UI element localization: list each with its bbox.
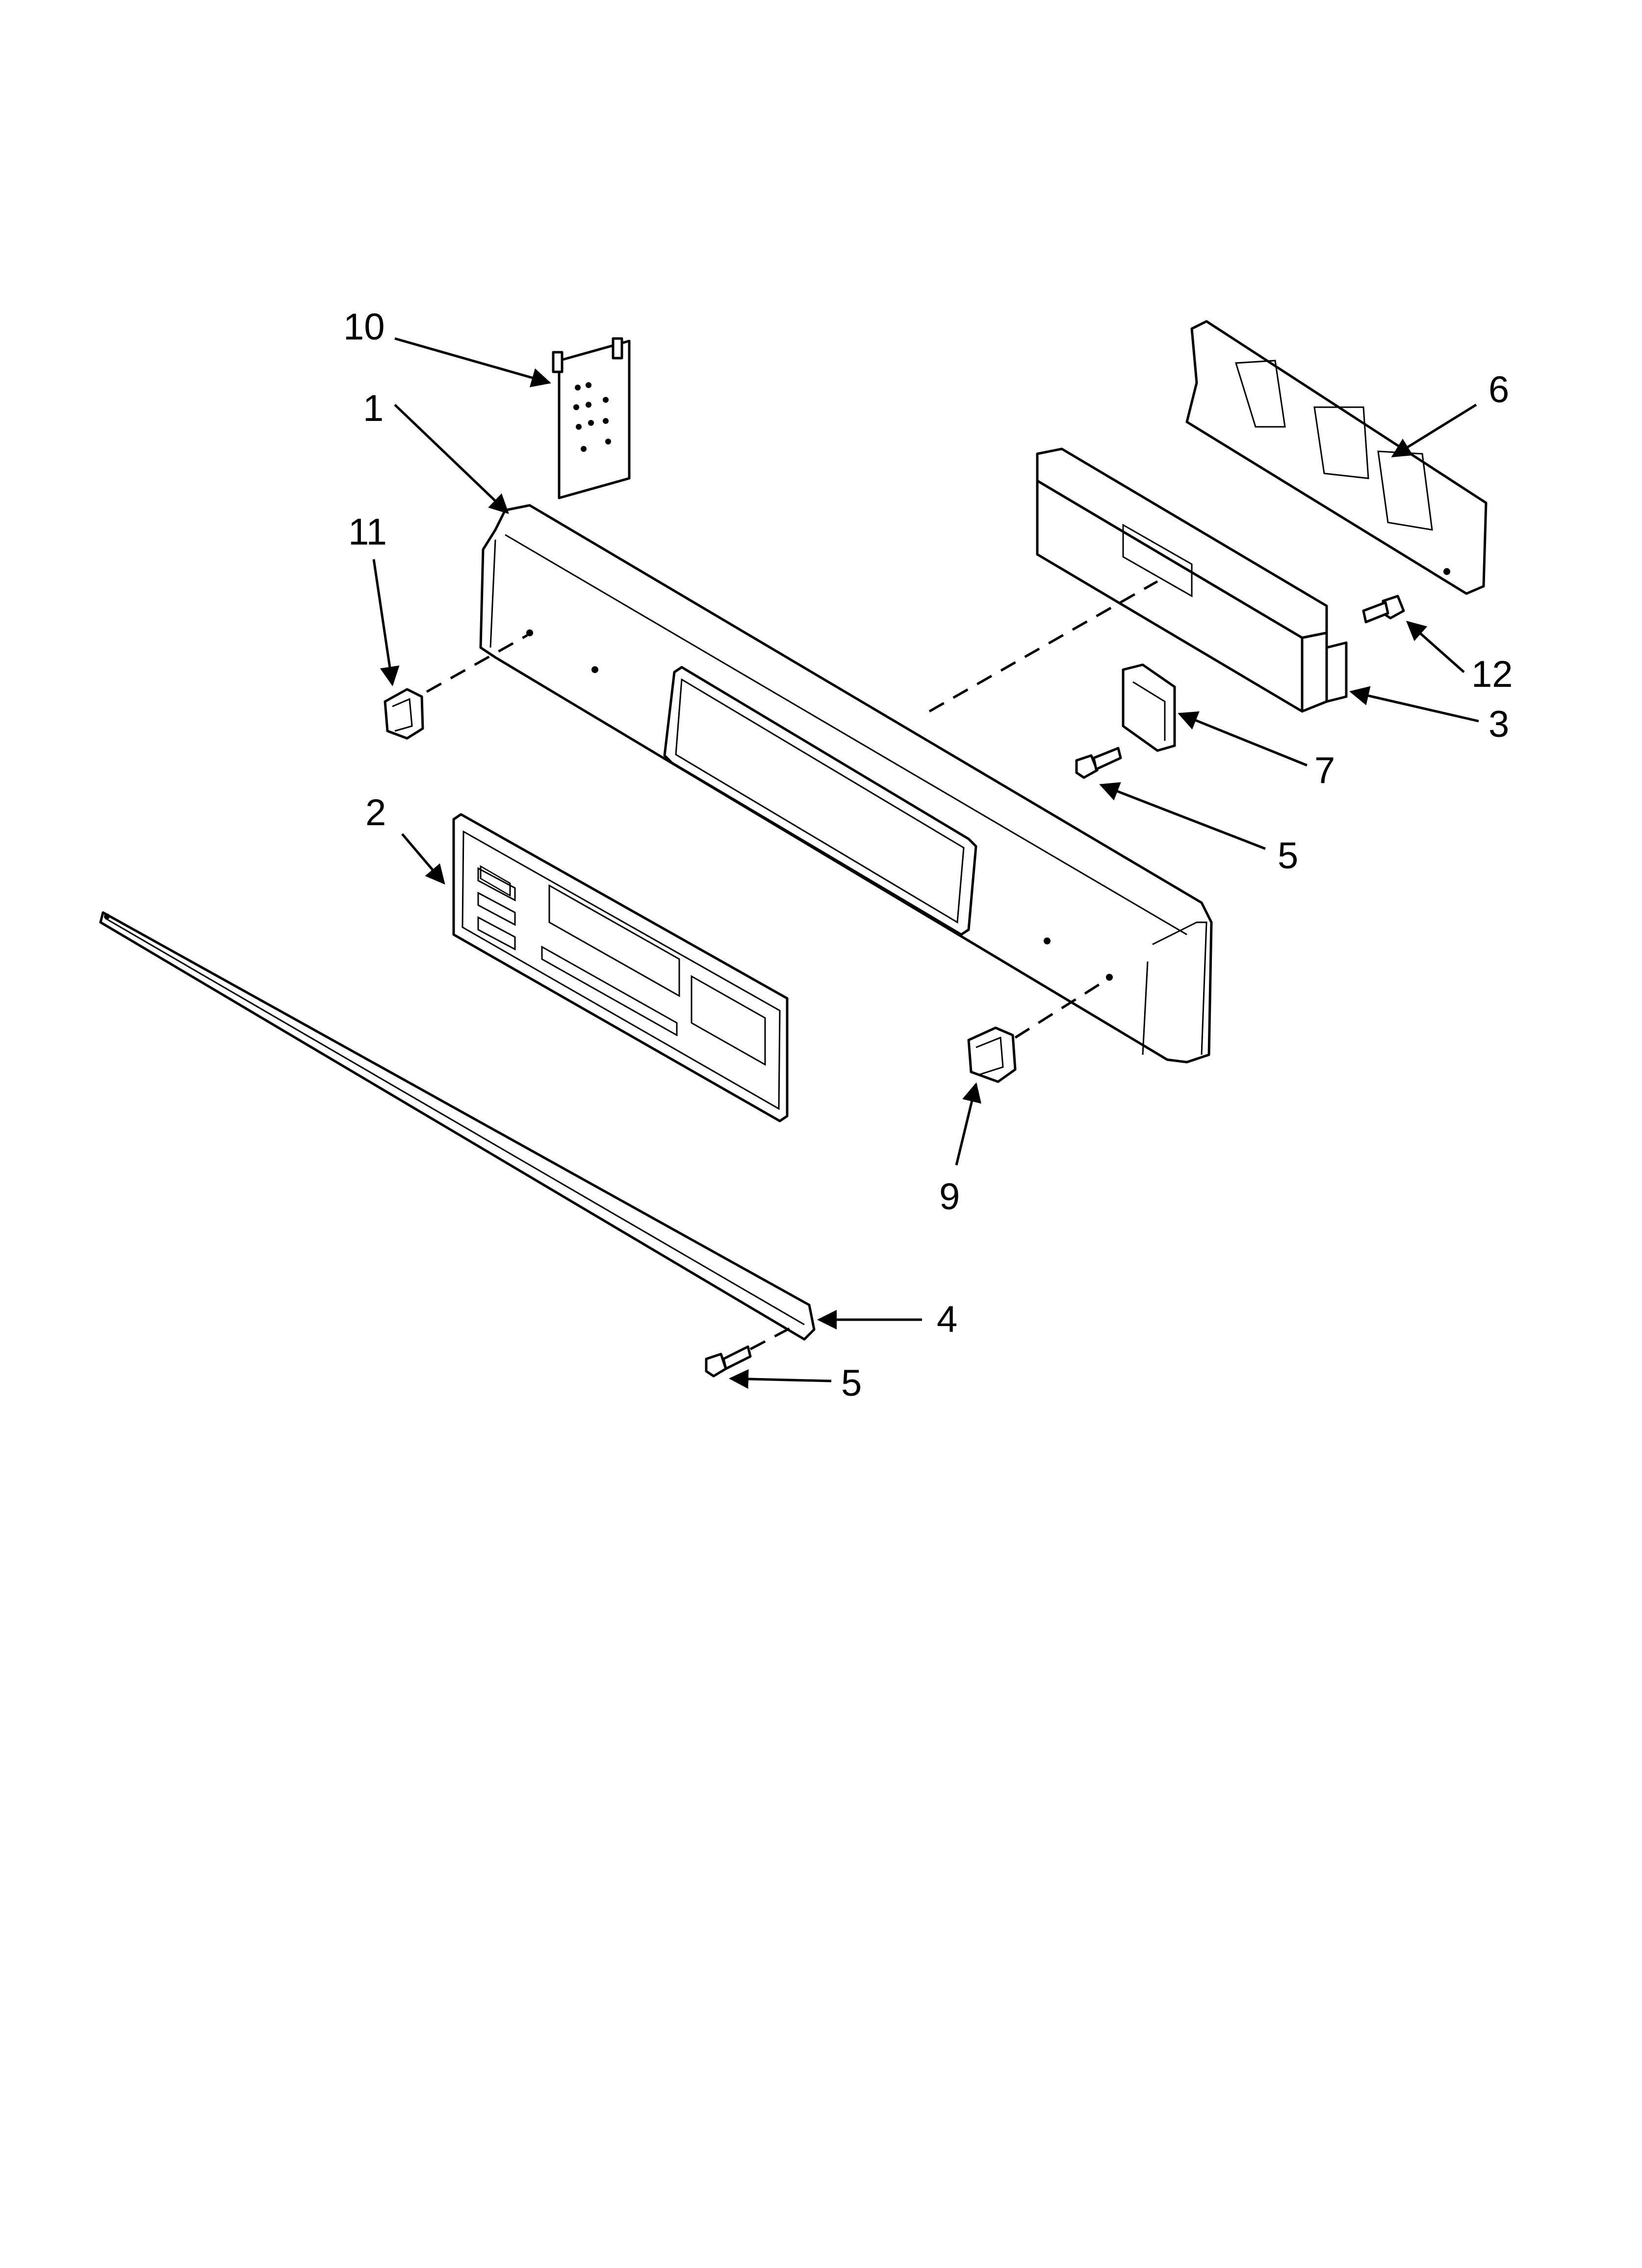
callout-6: 6 xyxy=(1488,369,1509,411)
callout-7: 7 xyxy=(1314,750,1335,791)
leader-5-bottom xyxy=(729,1369,832,1389)
callout-5-upper: 5 xyxy=(1278,835,1298,877)
leader-10 xyxy=(394,337,551,388)
part-5-screw-upper xyxy=(1075,747,1122,779)
callout-12: 12 xyxy=(1471,653,1513,695)
dashed-line-screw-5 xyxy=(749,1323,798,1351)
part-1-control-panel xyxy=(479,504,1213,1064)
callout-4: 4 xyxy=(937,1299,957,1340)
leader-6 xyxy=(1391,403,1477,458)
part-5-screw-bottom xyxy=(705,1345,752,1378)
dashed-line-knob-9 xyxy=(1014,979,1107,1039)
part-10-control-board xyxy=(552,337,631,499)
part-4-trim-strip xyxy=(99,911,816,1341)
part-2-overlay xyxy=(452,813,789,1122)
part-6-bracket xyxy=(1185,320,1488,595)
callout-2: 2 xyxy=(365,792,386,834)
leader-3 xyxy=(1349,686,1479,723)
callout-11: 11 xyxy=(348,511,387,553)
part-7-clip xyxy=(1122,663,1176,752)
part-9-knob xyxy=(967,1026,1017,1083)
callout-5-bottom: 5 xyxy=(841,1362,862,1404)
leader-7 xyxy=(1178,711,1308,767)
leader-12 xyxy=(1406,621,1465,673)
leader-2 xyxy=(401,833,445,885)
part-3-display-housing xyxy=(1036,447,1348,713)
leader-11 xyxy=(372,559,400,686)
callout-3: 3 xyxy=(1488,704,1509,745)
dashed-line-housing xyxy=(928,580,1158,713)
part-11-knob xyxy=(384,688,424,740)
callout-10: 10 xyxy=(343,306,385,348)
leader-1 xyxy=(394,404,509,514)
leader-5-upper xyxy=(1099,782,1266,850)
callout-9: 9 xyxy=(939,1176,960,1218)
callout-1: 1 xyxy=(363,388,384,429)
part-12-screw xyxy=(1362,595,1405,624)
leader-9 xyxy=(955,1082,981,1166)
dashed-line-knob-11 xyxy=(426,634,528,693)
